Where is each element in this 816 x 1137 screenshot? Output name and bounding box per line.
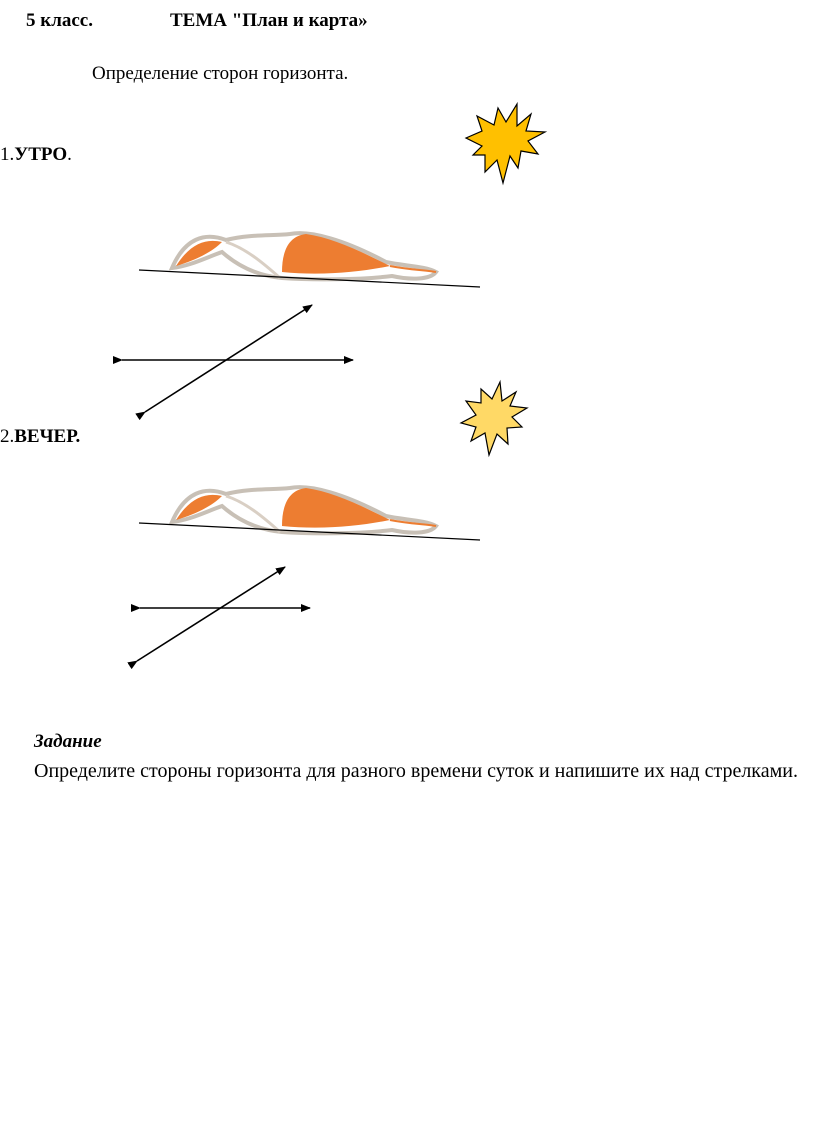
section-number: 1. — [0, 144, 15, 165]
horizon-line — [138, 522, 481, 541]
section-suffix: . — [67, 144, 72, 165]
task-text: Определите стороны горизонта для разного… — [34, 760, 798, 782]
sun-morning-icon — [464, 101, 548, 186]
direction-arrows-morning — [113, 304, 354, 421]
direction-arrows-evening — [127, 566, 311, 670]
grade-label: 5 класс. — [26, 10, 93, 31]
page-subtitle: Определение сторон горизонта. — [92, 63, 349, 84]
task-title: Задание — [34, 731, 102, 752]
section-number: 2. — [0, 426, 15, 447]
lying-figure-evening — [138, 485, 481, 541]
section-morning-heading: 1.УТРО. — [0, 144, 72, 166]
section-label: УТРО — [14, 144, 68, 165]
section-evening-heading: 2.ВЕЧЕР. — [0, 426, 80, 448]
sun-evening-icon — [459, 379, 529, 458]
horizon-line — [138, 269, 481, 288]
topic-title: ТЕМА "План и карта» — [170, 10, 368, 31]
lying-figure-morning — [138, 231, 481, 288]
section-label: ВЕЧЕР. — [14, 426, 81, 447]
